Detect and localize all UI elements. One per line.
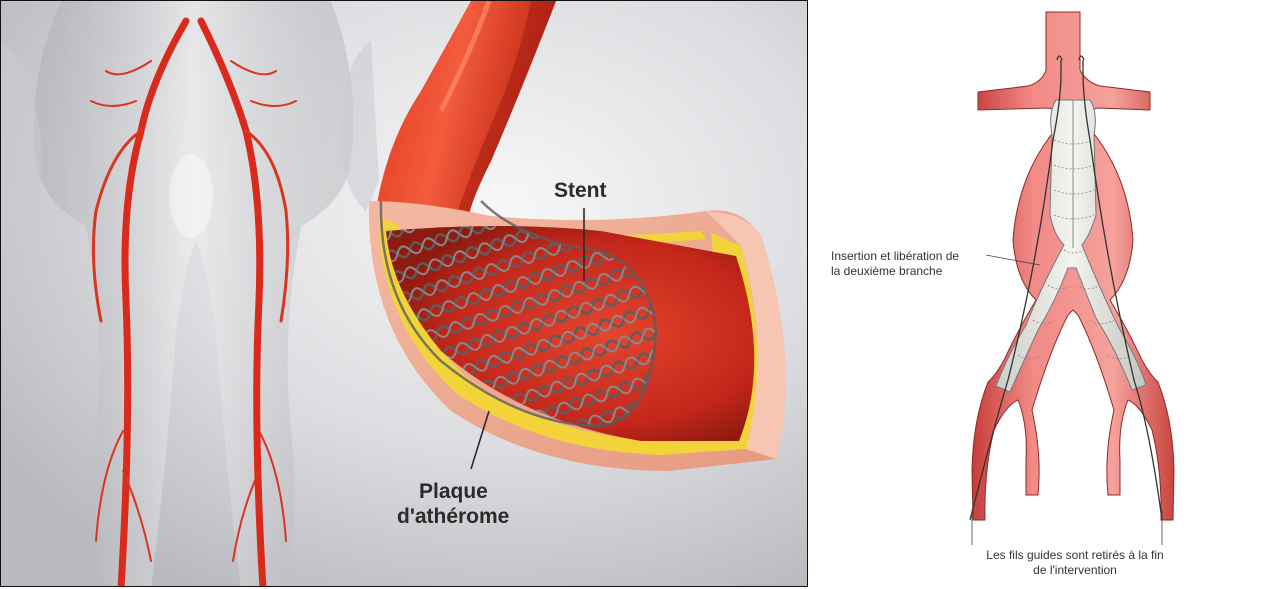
endoprosthesis-diagram-panel: Insertion et libération de la deuxième b… (828, 0, 1272, 589)
plaque-leader-line (470, 410, 490, 470)
body-silhouette (1, 1, 379, 586)
stent-illustration-panel: Stent Plaque d'athérome (0, 0, 808, 587)
guides-label-line-2: de l'intervention (1033, 563, 1117, 577)
guides-label: Les fils guides sont retirés à la fin de… (960, 548, 1190, 578)
leg-arteries (90, 17, 297, 586)
insertion-label: Insertion et libération de la deuxième b… (831, 249, 959, 279)
insertion-label-line-1: Insertion et libération de (831, 249, 960, 263)
stent-illustration (1, 1, 807, 586)
stent-label: Stent (554, 179, 607, 202)
plaque-label: Plaque d'athérome (397, 479, 509, 529)
insertion-leader-line (985, 254, 1041, 266)
stent-graft (995, 99, 1147, 393)
guides-label-line-1: Les fils guides sont retirés à la fin (986, 548, 1164, 562)
guide-wires (969, 55, 1163, 521)
plaque-label-line-1: Plaque (419, 480, 488, 503)
insertion-label-line-2: la deuxième branche (831, 264, 943, 278)
artery-cross-section (368, 200, 786, 471)
plaque-label-line-2: d'athérome (397, 505, 510, 528)
artery-tube (373, 1, 556, 233)
aorta-diagram (969, 11, 1175, 545)
